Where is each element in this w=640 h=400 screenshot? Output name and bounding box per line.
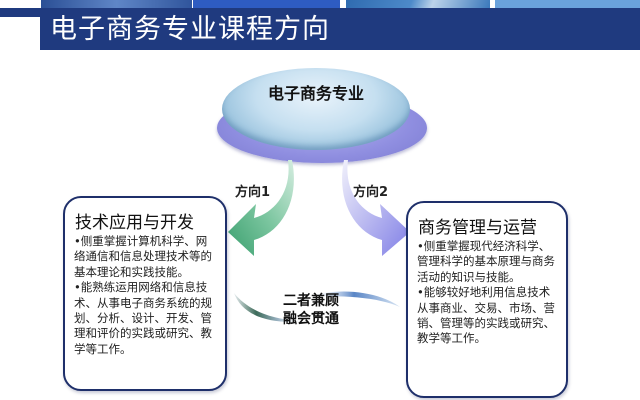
bullet-item: •能够较好地利用信息技术从事商业、交易、市场、营销、管理等的实践或研究、教学等工… — [417, 285, 555, 346]
banner-image-1 — [41, 0, 192, 8]
bullet-item: •能熟练运用网络和信息技术、从事电子商务系统的规划、分析、设计、开发、管理和评价… — [74, 280, 212, 356]
swoosh-decoration-icon — [234, 291, 400, 322]
tech-development-box: 技术应用与开发 •侧重掌握计算机科学、网络通信和信息处理技术等的基本理论和实践技… — [63, 196, 227, 391]
center-node-label: 电子商务专业 — [267, 84, 364, 103]
direction-2-label: 方向2 — [353, 185, 389, 200]
bullet-item: •侧重掌握计算机科学、网络通信和信息处理技术等的基本理论和实践技能。 — [74, 234, 212, 279]
direction-1-label: 方向1 — [235, 185, 271, 200]
box-title: 技术应用与开发 — [75, 213, 194, 233]
center-caption: 二者兼顾 融会贯通 — [283, 292, 339, 328]
bullet-item: •侧重掌握现代经济科学、管理科学的基本原理与商务活动的知识与技能。 — [417, 239, 555, 284]
banner-image-3 — [346, 0, 490, 8]
arrow-direction-1-icon — [228, 160, 294, 256]
box-body: •侧重掌握计算机科学、网络通信和信息处理技术等的基本理论和实践技能。 •能熟练运… — [74, 234, 216, 357]
banner-image-2 — [193, 0, 340, 8]
center-disc — [222, 68, 410, 150]
box-title: 商务管理与运营 — [418, 218, 537, 238]
box-body: •侧重掌握现代经济科学、管理科学的基本原理与商务活动的知识与技能。 •能够较好地… — [417, 239, 559, 347]
page-title: 电子商务专业课程方向 — [50, 14, 330, 45]
business-management-box: 商务管理与运营 •侧重掌握现代经济科学、管理科学的基本原理与商务活动的知识与技能… — [406, 201, 568, 398]
title-bar — [40, 8, 640, 50]
banner-image-4 — [495, 0, 640, 8]
center-caption-line2: 融会贯通 — [283, 311, 339, 327]
center-caption-line1: 二者兼顾 — [283, 293, 339, 309]
arrow-direction-2-icon — [342, 160, 410, 256]
